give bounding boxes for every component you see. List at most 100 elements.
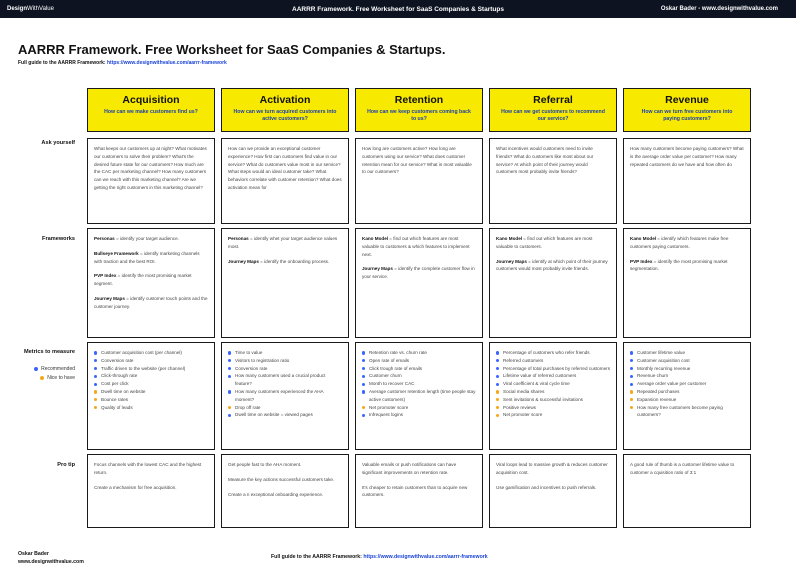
framework-desc: = identify the most promising market seg… (630, 258, 728, 272)
framework-desc: = identify at which point of their journ… (496, 258, 608, 272)
metric-item: Monthly recurring revenue (630, 365, 744, 373)
framework-item: Journey Maps = identify the complete cus… (362, 265, 476, 281)
legend-recommended: Recommended (18, 366, 75, 372)
ask-cell: What incentives would customers need to … (489, 138, 617, 224)
brand-logo[interactable]: DesignWithValue (7, 6, 54, 12)
protip-text: Get people fast to the AHA moment. (228, 462, 302, 467)
ask-cell: How many customers become paying custome… (623, 138, 751, 224)
footer-name: Oskar Bader (18, 551, 49, 557)
framework-item: PVP Index = identify the most promising … (94, 272, 208, 288)
metric-item: Dwell time on website = viewed pages (228, 411, 342, 419)
legend-nice-to-have: Nice to have (18, 375, 75, 381)
metric-item: Average order value per customer (630, 380, 744, 388)
ask-text: How many customers become paying custome… (630, 146, 744, 167)
metric-item: Repeated purchases (630, 388, 744, 396)
framework-item: Bullseye Framework = identify marketing … (94, 250, 208, 266)
column-question: How can we make customers find us? (104, 109, 198, 115)
framework-desc: = identify your target audience. (114, 236, 179, 241)
framework-desc: = identify whet your target audience val… (228, 236, 338, 249)
frameworks-cell: Kano Model = identify which features mak… (623, 228, 751, 338)
frameworks-cell: Personas = identify your target audience… (87, 228, 215, 338)
top-bar: DesignWithValue AARRR Framework. Free Wo… (0, 0, 796, 18)
metric-item: Sent invitations & successful invitation… (496, 396, 610, 404)
column-title: Acquisition (122, 94, 180, 106)
protip-cell: A good rule of thumb is a customer lifet… (623, 454, 751, 528)
framework-item: Journey Maps = identify the onboarding p… (228, 258, 342, 266)
column-question: How can we get customers to recommend ou… (501, 109, 605, 122)
ask-cell: What keeps our customers up at night? Wh… (87, 138, 215, 224)
frameworks-cell: Kano Model = find out which features are… (489, 228, 617, 338)
metric-item: Customer churn (362, 372, 476, 380)
metric-item: Quality of leads (94, 404, 208, 412)
ask-text: How long are customers active? How long … (362, 146, 472, 175)
column-question: How can we turn acquired customers into … (233, 109, 337, 122)
protip-cell: Focus channels with the lowest CAC and t… (87, 454, 215, 528)
metrics-list: Percentage of customers who refer friend… (496, 349, 610, 419)
framework-desc: = identify the onboarding process. (258, 258, 330, 264)
framework-name: Journey Maps (94, 295, 125, 301)
metric-item: Traffic driven to the website (per chann… (94, 365, 208, 373)
footer-site[interactable]: www.designwithvalue.com (18, 559, 84, 565)
page-title: AARRR Framework. Free Worksheet for SaaS… (18, 42, 446, 57)
protip-text: A good rule of thumb is a customer lifet… (630, 462, 735, 475)
metric-item: Referred customers (496, 357, 610, 365)
framework-name: PVP Index (94, 273, 117, 279)
metric-item: Click trough rate of emails (362, 365, 476, 373)
row-label-ask: Ask yourself (41, 140, 75, 146)
top-bar-title: AARRR Framework. Free Worksheet for SaaS… (292, 5, 504, 13)
footer-guide-link[interactable]: https://www.designwithvalue.com/aarrr-fr… (363, 554, 488, 560)
protip-text: Use gamification and incentives to push … (496, 484, 597, 490)
framework-name: Journey Maps (228, 258, 259, 264)
framework-desc: = find out which features are most valua… (496, 236, 593, 249)
ask-text: How can we provide an exceptional custom… (228, 146, 342, 190)
protip-cell: Get people fast to the AHA moment. Measur… (221, 454, 349, 528)
metric-item: Positive reviews (496, 404, 610, 412)
framework-desc: = identify the most promising market seg… (94, 273, 192, 287)
framework-desc: = identify marketing channels with tract… (94, 250, 200, 264)
framework-name: Kano Model (630, 236, 657, 241)
footer-guide: Full guide to the AARRR Framework: https… (271, 554, 488, 560)
protip-text: Valuable emails or push notifications ca… (362, 462, 457, 475)
column-question: How can we keep customers coming back to… (367, 109, 471, 122)
framework-name: Personas (94, 236, 115, 241)
protip-text: It's cheaper to retain customers than to… (362, 484, 468, 498)
framework-name: Bullseye Framework (94, 250, 139, 256)
metric-item: Cost per click (94, 380, 208, 388)
protip-text: Viral loops lead to massive growth & red… (496, 462, 608, 475)
ask-cell: How long are customers active? How long … (355, 138, 483, 224)
guide-link[interactable]: https://www.designwithvalue.com/aarrr-fr… (106, 60, 227, 66)
metric-item: Net promoter score (362, 404, 476, 412)
framework-desc: = identify the complete customer flow in… (362, 266, 475, 280)
framework-name: Kano Model (496, 236, 523, 241)
protip-text: Create a n exceptional onboarding experi… (228, 491, 324, 497)
metric-item: Retention rate vs. churn rate (362, 349, 476, 357)
metric-item: Click-through rate (94, 372, 208, 380)
metric-item: Lifetime value of referred customers (496, 372, 610, 380)
framework-name: Journey Maps (496, 258, 527, 264)
protip-cell: Valuable emails or push notifications ca… (355, 454, 483, 528)
metric-item: Social media shares (496, 388, 610, 396)
framework-item: Personas = identify your target audience… (94, 235, 208, 243)
framework-item: Kano Model = identify which features mak… (630, 235, 744, 251)
ask-cell: How can we provide an exceptional custom… (221, 138, 349, 224)
orange-dot-icon (40, 375, 45, 380)
framework-item: PVP Index = identify the most promising … (630, 258, 744, 274)
metrics-legend: Recommended Nice to have (18, 366, 75, 384)
metric-item: Percentage of customers who refer friend… (496, 349, 610, 357)
frameworks-cell: Kano Model = find out which features are… (355, 228, 483, 338)
framework-desc: = find out which features are most valua… (362, 236, 470, 257)
protip-text: Measure the key actions successful custo… (228, 476, 335, 482)
framework-name: PVP Index (630, 258, 653, 264)
framework-item: Journey Maps = identify at which point o… (496, 258, 610, 274)
metrics-cell: Percentage of customers who refer friend… (489, 342, 617, 450)
metric-item: Average customer retention length (time … (362, 388, 476, 404)
